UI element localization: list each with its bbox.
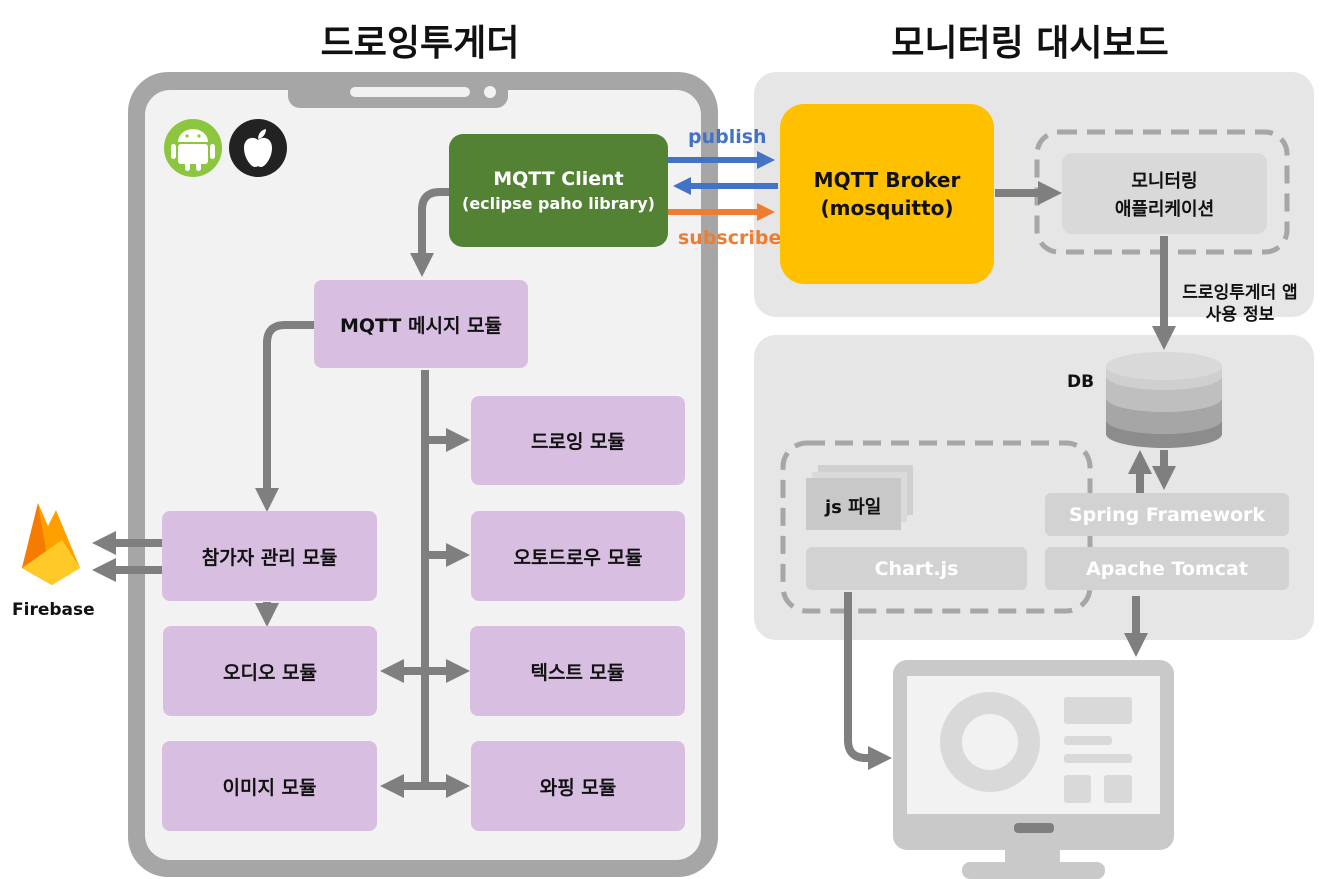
mqtt-message-module: MQTT 메시지 모듈 [314, 280, 528, 368]
spring-framework-box: Spring Framework [1045, 493, 1289, 536]
left-title: 드로잉투게더 [320, 23, 520, 64]
device-speaker [350, 87, 470, 97]
drawing-module: 드로잉 모듈 [471, 396, 685, 485]
autodraw-module: 오토드로우 모듈 [471, 511, 685, 601]
device-camera [484, 86, 496, 98]
mqtt-broker-subtitle: (mosquitto) [820, 196, 954, 220]
right-title: 모니터링 대시보드 [891, 23, 1169, 64]
js-dashed-border [780, 440, 1093, 614]
subscribe-label: subscribe [678, 227, 782, 249]
warping-module: 와핑 모듈 [471, 741, 685, 831]
usage-info-label: 드로잉투게더 앱 사용 정보 [1170, 282, 1310, 326]
db-label: DB [1067, 372, 1095, 392]
apple-icon [229, 119, 287, 177]
apache-tomcat-box: Apache Tomcat [1045, 547, 1289, 590]
mqtt-broker-title: MQTT Broker [813, 168, 961, 192]
mqtt-client-box: MQTT Client (eclipse paho library) [449, 134, 668, 247]
firebase-flame-icon [22, 503, 80, 585]
image-module: 이미지 모듈 [162, 741, 377, 831]
android-icon [164, 119, 222, 177]
firebase-label: Firebase [12, 600, 95, 620]
chartjs-box: Chart.js [806, 547, 1027, 590]
monitoring-app-box: 모니터링 애플리케이션 [1062, 153, 1267, 234]
js-file-icon [806, 465, 913, 530]
mqtt-client-subtitle: (eclipse paho library) [462, 194, 655, 213]
desktop-monitor-icon [893, 660, 1174, 879]
participant-module: 참가자 관리 모듈 [162, 511, 377, 601]
publish-label: publish [688, 126, 767, 148]
usage-info-line1: 드로잉투게더 앱 [1182, 283, 1298, 303]
js-file-label: js 파일 [825, 497, 882, 518]
audio-module: 오디오 모듈 [163, 626, 377, 716]
message-to-participant-arrow [255, 321, 315, 512]
text-module: 텍스트 모듈 [470, 626, 685, 716]
usage-info-line2: 사용 정보 [1205, 305, 1275, 325]
monitoring-app-line2: 애플리케이션 [1114, 198, 1215, 220]
database-icon [1106, 352, 1222, 448]
mqtt-broker-box: MQTT Broker (mosquitto) [780, 104, 994, 284]
client-to-message-arrow [410, 188, 450, 277]
monitoring-app-line1: 모니터링 [1131, 170, 1198, 192]
mqtt-client-title: MQTT Client [493, 168, 624, 190]
chartjs-to-monitor-arrow [844, 592, 892, 770]
